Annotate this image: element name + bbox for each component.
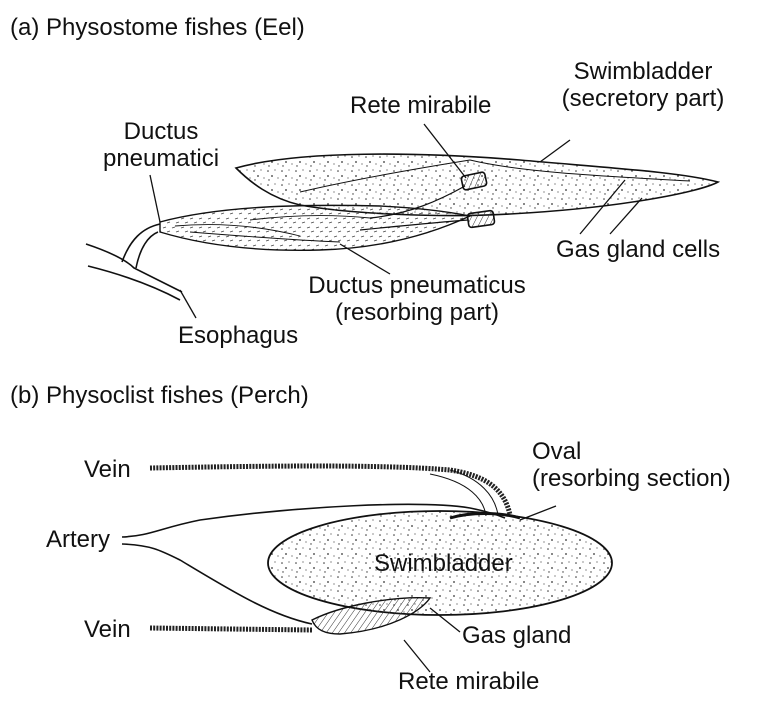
label-vein-bottom: Vein bbox=[84, 616, 131, 643]
label-ductus-pneumatici-line-1: Ductus bbox=[96, 118, 226, 145]
label-oval-line-1: Oval bbox=[526, 438, 756, 465]
label-swimbladder-line-1: Swimbladder bbox=[548, 58, 738, 85]
label-swimbladder-line-2: (secretory part) bbox=[548, 85, 738, 112]
label-ductus-pneumatici-line-2: pneumatici bbox=[96, 145, 226, 172]
label-oval-resorbing: Oval (resorbing section) bbox=[526, 438, 756, 492]
vein-bottom-vessel bbox=[150, 628, 312, 630]
label-rete-mirabile-a: Rete mirabile bbox=[350, 92, 491, 119]
label-artery: Artery bbox=[46, 526, 110, 553]
label-ductus-pneumaticus-line-1: Ductus pneumaticus bbox=[298, 272, 536, 299]
rete-mirabile-block-lower bbox=[467, 210, 495, 227]
label-oval-line-2: (resorbing section) bbox=[526, 465, 756, 492]
ductus-pneumaticus-shape bbox=[160, 205, 470, 250]
label-rete-mirabile-b: Rete mirabile bbox=[398, 668, 539, 695]
panel-a-heading: (a) Physostome fishes (Eel) bbox=[10, 14, 305, 41]
label-gas-gland: Gas gland bbox=[462, 622, 571, 649]
label-swimbladder-secretory: Swimbladder (secretory part) bbox=[548, 58, 738, 112]
panel-b-heading: (b) Physoclist fishes (Perch) bbox=[10, 382, 309, 409]
label-vein-top: Vein bbox=[84, 456, 131, 483]
label-ductus-pneumaticus-line-2: (resorbing part) bbox=[298, 299, 536, 326]
label-ductus-pneumatici: Ductus pneumatici bbox=[96, 118, 226, 172]
label-ductus-pneumaticus: Ductus pneumaticus (resorbing part) bbox=[298, 272, 536, 326]
label-esophagus: Esophagus bbox=[178, 322, 298, 349]
label-swimbladder-b: Swimbladder bbox=[374, 550, 513, 577]
label-gas-gland-cells: Gas gland cells bbox=[556, 236, 720, 263]
